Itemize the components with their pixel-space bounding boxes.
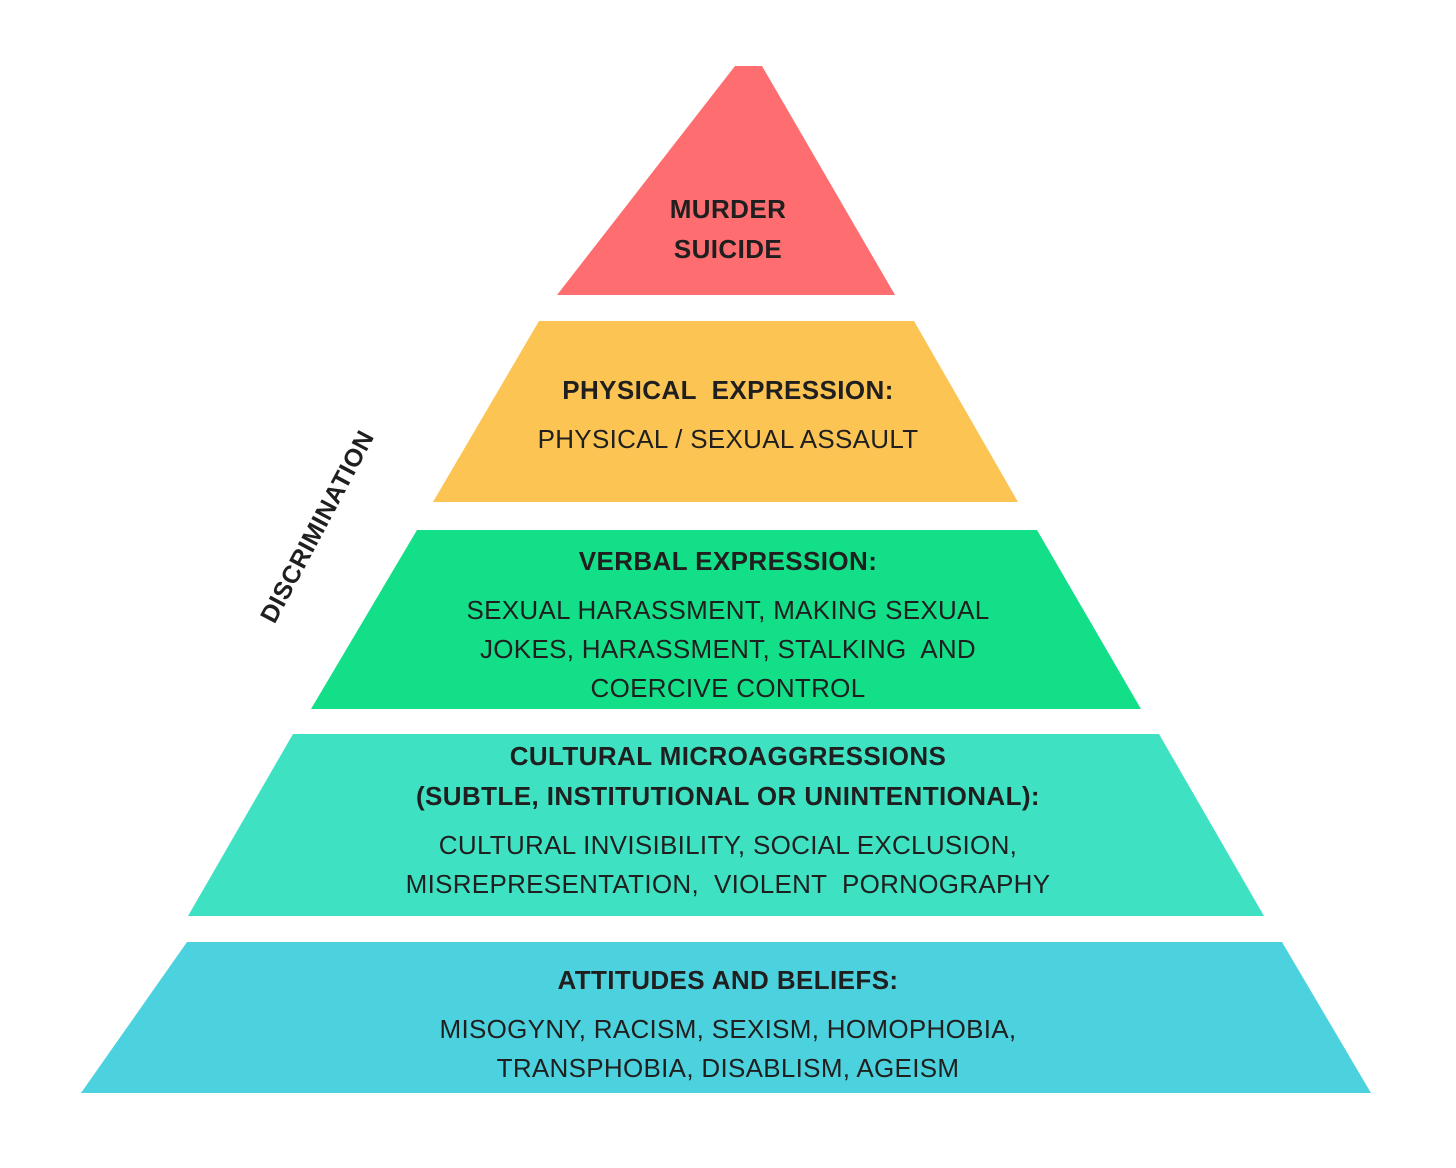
tier-text-attitudes-and-beliefs: ATTITUDES AND BELIEFS: MISOGYNY, RACISM, … xyxy=(0,960,1456,1088)
tier-heading-line: MURDER xyxy=(669,194,787,224)
tier-heading-line: CULTURAL MICROAGGRESSIONS xyxy=(509,741,947,771)
tier-body-line: TRANSPHOBIA, DISABLISM, AGEISM xyxy=(496,1053,960,1083)
tier-body-line: CULTURAL INVISIBILITY, SOCIAL EXCLUSION, xyxy=(438,830,1018,860)
tier-heading-line: VERBAL EXPRESSION: xyxy=(578,546,878,576)
tier-band-physical-expression xyxy=(433,321,1018,502)
tier-body-line: MISOGYNY, RACISM, SEXISM, HOMOPHOBIA, xyxy=(439,1014,1017,1044)
tier-body-line: MISREPRESENTATION, VIOLENT PORNOGRAPHY xyxy=(405,869,1051,899)
tier-heading-line: ATTITUDES AND BELIEFS: xyxy=(557,965,899,995)
tier-heading-line: (SUBTLE, INSTITUTIONAL OR UNINTENTIONAL)… xyxy=(416,781,1040,811)
tier-heading-line: PHYSICAL EXPRESSION: xyxy=(562,375,894,405)
tier-text-murder-suicide: MURDER SUICIDE xyxy=(0,189,1456,269)
tier-body-line: COERCIVE CONTROL xyxy=(590,673,866,703)
tier-band-cultural-microaggressions xyxy=(188,734,1264,916)
tier-text-physical-expression: PHYSICAL EXPRESSION: PHYSICAL / SEXUAL AS… xyxy=(0,370,1456,459)
tier-body-line: PHYSICAL / SEXUAL ASSAULT xyxy=(537,424,919,454)
tier-band-verbal-expression xyxy=(311,530,1141,709)
tier-band-attitudes-and-beliefs xyxy=(81,942,1371,1093)
tier-body-line: SEXUAL HARASSMENT, MAKING SEXUAL xyxy=(466,595,990,625)
tier-heading-line: SUICIDE xyxy=(673,234,783,264)
tier-spacer xyxy=(0,1000,1456,1010)
tier-band-murder-suicide xyxy=(557,66,895,295)
tier-text-cultural-microaggressions: CULTURAL MICROAGGRESSIONS (SUBTLE, INSTIT… xyxy=(0,736,1456,904)
tier-body-line: JOKES, HARASSMENT, STALKING AND xyxy=(479,634,976,664)
tier-text-verbal-expression: VERBAL EXPRESSION: SEXUAL HARASSMENT, MAK… xyxy=(0,541,1456,708)
